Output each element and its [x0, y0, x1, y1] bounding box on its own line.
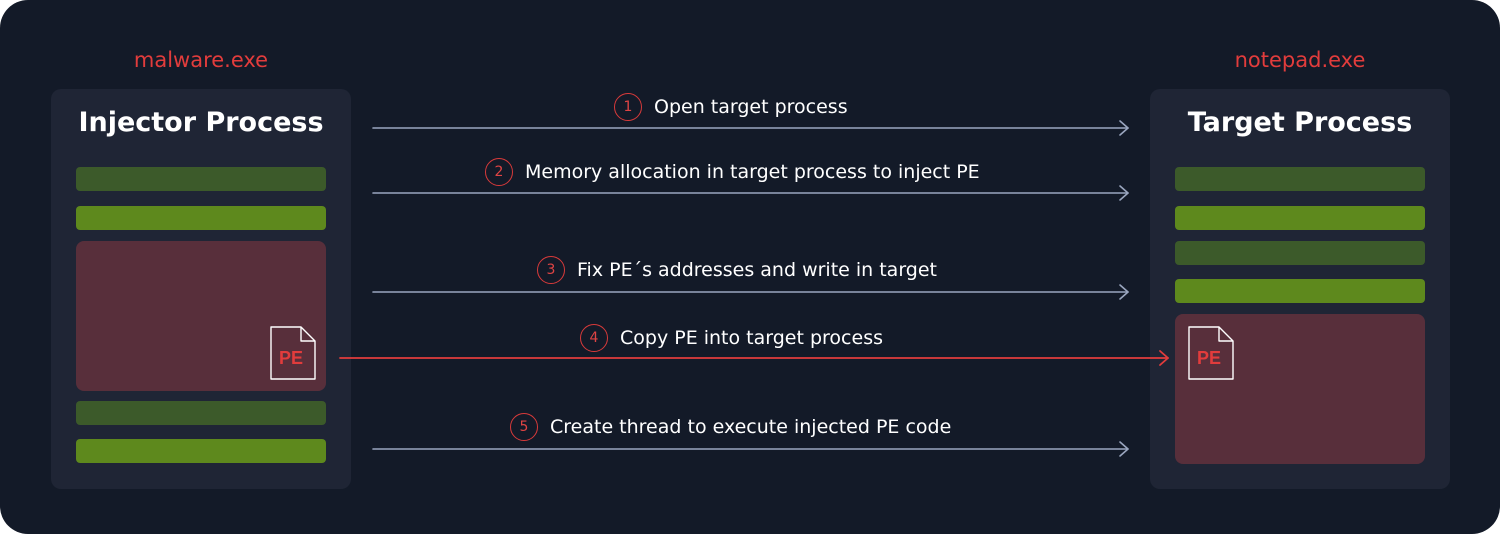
pe-icon-text: PE [1197, 348, 1221, 368]
step-text: Memory allocation in target process to i… [525, 161, 980, 183]
injector-process-title: Injector Process [78, 107, 324, 138]
step-1-label: 1 Open target process [614, 93, 848, 121]
target-exe-name: notepad.exe [1234, 48, 1366, 72]
step-2-arrow [372, 185, 1129, 201]
target-process-title: Target Process [1187, 107, 1413, 138]
step-2-label: 2 Memory allocation in target process to… [485, 158, 980, 186]
step-1-arrow [372, 120, 1129, 136]
step-5-arrow [372, 441, 1129, 457]
injector-memory-block [76, 206, 326, 230]
target-memory-block [1175, 279, 1425, 303]
step-text: Copy PE into target process [620, 327, 883, 349]
step-number-badge: 1 [614, 93, 642, 121]
step-number-badge: 3 [537, 256, 565, 284]
step-text: Fix PE´s addresses and write in target [577, 259, 938, 281]
injector-exe-name: malware.exe [133, 48, 269, 72]
pe-icon-text: PE [279, 348, 303, 368]
step-number-badge: 4 [580, 324, 608, 352]
injector-memory-block [76, 439, 326, 463]
injector-process-panel: Injector Process [51, 89, 351, 489]
injector-memory-block [76, 167, 326, 191]
target-memory-block [1175, 206, 1425, 230]
step-4-label: 4 Copy PE into target process [580, 324, 883, 352]
step-text: Open target process [654, 96, 848, 118]
step-number-badge: 2 [485, 158, 513, 186]
target-memory-block [1175, 167, 1425, 191]
step-3-arrow [372, 284, 1129, 300]
step-text: Create thread to execute injected PE cod… [550, 416, 952, 438]
pe-file-icon: PE [1188, 326, 1234, 380]
step-4-arrow [339, 350, 1169, 366]
step-3-label: 3 Fix PE´s addresses and write in target [537, 256, 937, 284]
injector-pe-region [76, 241, 326, 391]
target-memory-block [1175, 241, 1425, 265]
step-number-badge: 5 [510, 413, 538, 441]
step-5-label: 5 Create thread to execute injected PE c… [510, 413, 951, 441]
injector-memory-block [76, 401, 326, 425]
target-process-panel: Target Process [1150, 89, 1450, 489]
target-pe-region [1175, 314, 1425, 464]
pe-file-icon: PE [270, 326, 316, 380]
